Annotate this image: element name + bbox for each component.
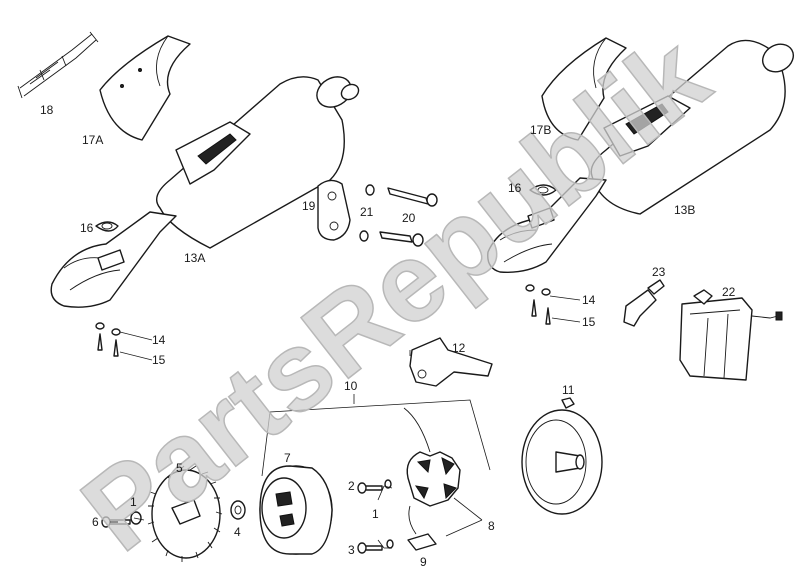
label-10: 10 [344, 379, 358, 393]
label-17b: 17B [530, 123, 551, 137]
label-3: 3 [348, 543, 355, 557]
part-12-bracket [409, 337, 493, 387]
part-17b-heat-shield [541, 37, 627, 141]
label-15b: 15 [582, 315, 596, 329]
label-19: 19 [302, 199, 316, 213]
part-13a-muffler [50, 76, 360, 308]
label-1b: 1 [372, 507, 379, 521]
label-12: 12 [452, 341, 466, 355]
label-20: 20 [402, 211, 416, 225]
label-18: 18 [40, 103, 54, 117]
part-14-15-right-bolts [525, 284, 551, 325]
part-13b-muffler [487, 39, 795, 273]
part-22-oil-tank [679, 289, 783, 381]
label-22: 22 [722, 285, 736, 299]
part-16a-gasket [95, 221, 119, 232]
flywheel-disc [521, 409, 603, 515]
part-9-pickup [407, 505, 437, 551]
part-19-bracket [317, 179, 351, 241]
label-2: 2 [348, 479, 355, 493]
part-20-21-bolts [359, 184, 438, 247]
label-15a: 15 [152, 353, 166, 367]
label-13b: 13B [674, 203, 695, 217]
label-14a: 14 [152, 333, 166, 347]
label-16b: 16 [508, 181, 522, 195]
label-13a: 13A [184, 251, 205, 265]
label-7: 7 [284, 451, 291, 465]
part-8-stator [403, 407, 461, 507]
label-8: 8 [488, 519, 495, 533]
part-5-fan [147, 465, 223, 562]
part-labels: 18 17A 16 13A 19 21 20 17B 16 13B 23 22 … [40, 103, 736, 569]
label-1: 1 [130, 495, 137, 509]
label-21: 21 [360, 205, 374, 219]
part-11-nut [561, 397, 575, 409]
label-9: 9 [420, 555, 427, 569]
label-23: 23 [652, 265, 666, 279]
part-14-15-left-bolts [95, 322, 121, 357]
parts-1-6 [101, 511, 142, 528]
group-10-bracket [261, 394, 491, 477]
part-17a-heat-shield [99, 35, 191, 141]
label-11: 11 [562, 383, 575, 397]
label-5: 5 [176, 461, 183, 475]
part-23-spark-plug-cap [623, 279, 665, 327]
part-4-nut [230, 500, 246, 520]
label-14b: 14 [582, 293, 596, 307]
leader-lines [110, 295, 581, 549]
label-6: 6 [92, 515, 99, 529]
label-17a: 17A [82, 133, 103, 147]
part-16b-gasket [529, 184, 557, 196]
part-7-rotor [259, 465, 333, 555]
label-4: 4 [234, 525, 241, 539]
part-18-wire-clip [17, 31, 99, 99]
label-16a: 16 [80, 221, 94, 235]
